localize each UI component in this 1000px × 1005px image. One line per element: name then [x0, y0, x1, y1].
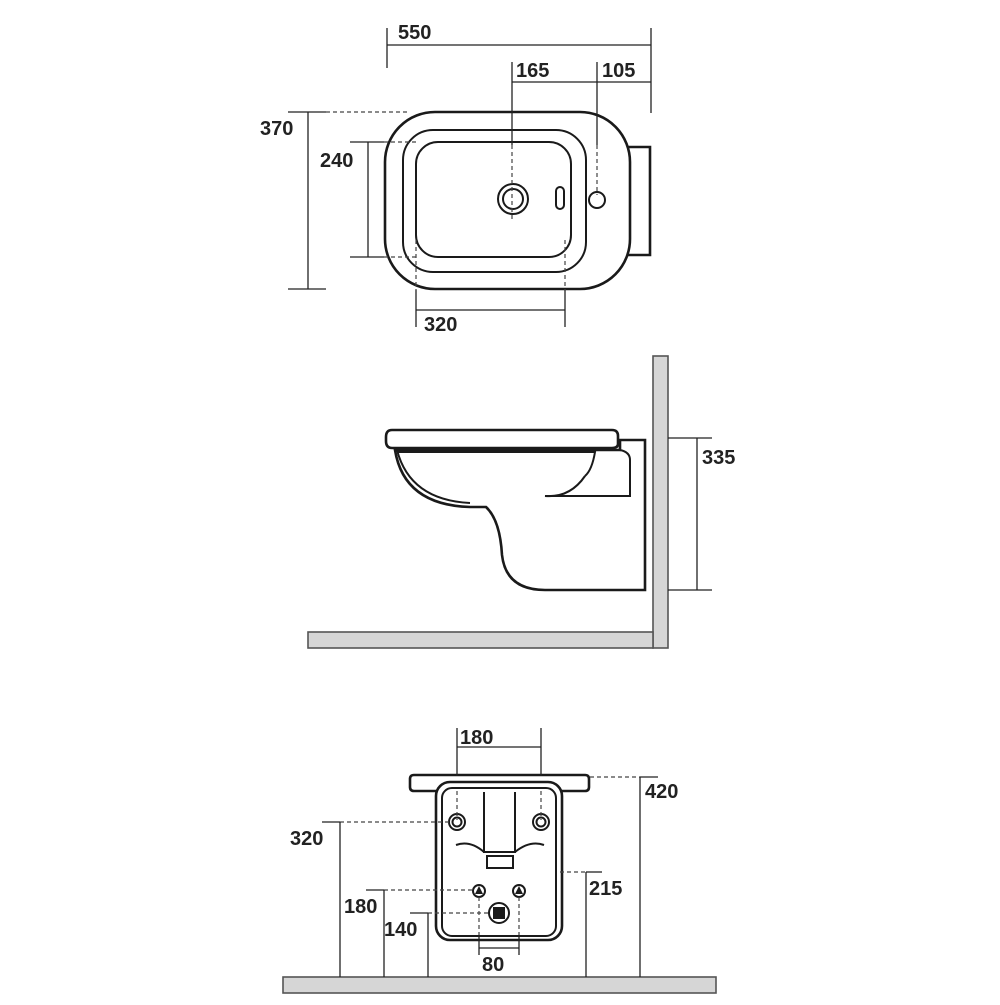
- dim-label-165: 165: [516, 60, 549, 82]
- bolt-hole-left-inner: [451, 816, 463, 828]
- dim-label-320-rear: 320: [290, 828, 323, 850]
- rear-floor: [282, 976, 717, 994]
- dim-label-180-supply: 180: [344, 896, 377, 918]
- overflow-slot: [555, 186, 565, 210]
- waste-outlet: [488, 902, 510, 924]
- inner-rim: [402, 129, 587, 273]
- rear-view: 180 420 215 320 180 140 80: [282, 727, 717, 994]
- bidet-body: [393, 438, 647, 592]
- dim-label-80: 80: [482, 954, 504, 976]
- dim-label-370: 370: [260, 118, 293, 140]
- supply-arrow-right: [515, 886, 523, 894]
- center-trap: [483, 792, 516, 853]
- floor: [307, 631, 654, 649]
- trap-shoulders: [455, 842, 545, 853]
- wall: [652, 355, 669, 649]
- top-view: 550 165 105 370 240 320: [260, 22, 652, 336]
- rear-body: [434, 780, 564, 942]
- dim-label-420: 420: [645, 781, 678, 803]
- trap-outlet: [486, 855, 514, 869]
- back-bracket: [544, 449, 631, 498]
- dim-label-240: 240: [320, 150, 353, 172]
- dim-label-180-top: 180: [460, 727, 493, 749]
- waste-outlet-core: [493, 907, 505, 919]
- bowl-underside: [398, 451, 597, 477]
- drain-inner: [502, 188, 524, 210]
- dim-label-550: 550: [398, 22, 431, 44]
- bowl-outline: [415, 141, 572, 258]
- rear-body-inner: [441, 787, 557, 937]
- dim-label-335: 335: [702, 447, 735, 469]
- dim-label-215: 215: [589, 878, 622, 900]
- side-view: 335: [307, 355, 735, 649]
- tap-hole: [588, 191, 606, 209]
- supply-arrow-left: [475, 886, 483, 894]
- bolt-hole-right-inner: [535, 816, 547, 828]
- inner-curve: [396, 449, 471, 504]
- outer-rim: [383, 110, 632, 291]
- dim-label-105: 105: [602, 60, 635, 82]
- dim-label-320-top: 320: [424, 314, 457, 336]
- dim-label-140: 140: [384, 919, 417, 941]
- drain-outer: [497, 183, 529, 215]
- rim-top: [384, 428, 620, 450]
